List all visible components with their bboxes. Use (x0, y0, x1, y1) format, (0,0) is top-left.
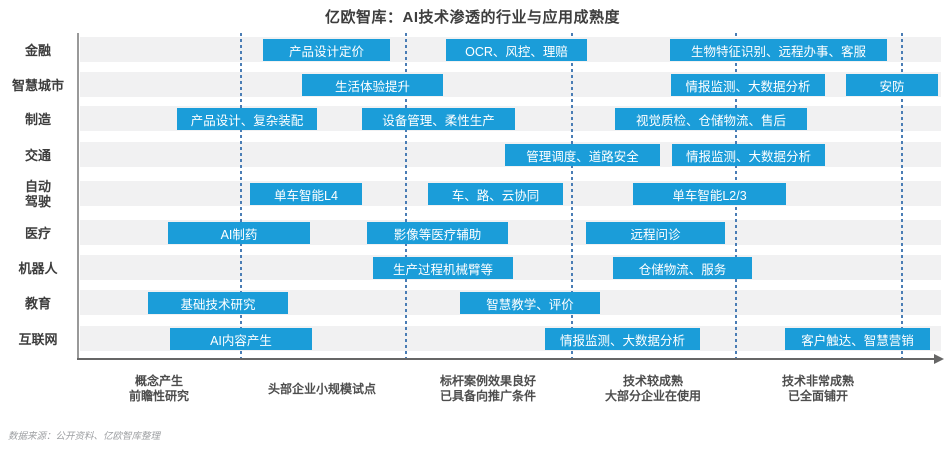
application-box: AI制药 (168, 222, 310, 244)
application-box: AI内容产生 (170, 328, 312, 350)
application-box: 情报监测、大数据分析 (545, 328, 700, 350)
stage-label: 技术非常成熟已全面铺开 (781, 374, 854, 403)
application-box: 情报监测、大数据分析 (671, 74, 825, 96)
industry-label: 智慧城市 (11, 77, 64, 93)
industry-label: 金融 (24, 42, 51, 58)
application-box: 视觉质检、仓储物流、售后 (615, 108, 807, 130)
application-box: 产品设计、复杂装配 (177, 108, 317, 130)
application-box: 生物特征识别、远程办事、客服 (670, 39, 887, 61)
x-axis-line (77, 358, 935, 360)
stage-label: 头部企业小规模试点 (267, 381, 376, 396)
stage-label: 技术较成熟大部分企业在使用 (604, 374, 701, 403)
industry-label: 制造 (24, 111, 51, 127)
application-box: 仓储物流、服务 (613, 257, 752, 279)
application-box: 客户触达、智慧营销 (785, 328, 930, 350)
industry-label: 教育 (24, 295, 51, 311)
y-axis-line (77, 33, 79, 359)
source-note: 数据来源：公开资料、亿欧智库整理 (8, 431, 161, 442)
application-box: 安防 (846, 74, 938, 96)
application-box: 基础技术研究 (148, 292, 288, 314)
x-axis-arrow-icon (934, 354, 944, 364)
chart-title: 亿欧智库：AI技术渗透的行业与应用成熟度 (324, 9, 620, 26)
application-box: 车、路、云协同 (428, 183, 563, 205)
stage-divider-line (571, 33, 573, 358)
application-box: 设备管理、柔性生产 (362, 108, 515, 130)
application-box: 情报监测、大数据分析 (672, 144, 825, 166)
application-box: 管理调度、道路安全 (505, 144, 660, 166)
application-box: 单车智能L2/3 (633, 183, 786, 205)
application-box: 智慧教学、评价 (460, 292, 600, 314)
industry-label: 机器人 (18, 260, 58, 276)
industry-label: 互联网 (18, 331, 58, 347)
application-box: 产品设计定价 (263, 39, 390, 61)
stage-label: 概念产生前瞻性研究 (128, 374, 189, 403)
stage-divider-line (405, 33, 407, 358)
application-box: 生产过程机械臂等 (373, 257, 513, 279)
application-box: 生活体验提升 (302, 74, 443, 96)
application-box: 远程问诊 (586, 222, 725, 244)
industry-label: 医疗 (24, 225, 51, 241)
application-box: OCR、风控、理赔 (446, 39, 587, 61)
stage-label: 标杆案例效果良好已具备向推广条件 (439, 374, 536, 403)
stage-divider-line (901, 33, 903, 358)
industry-label: 自动驾驶 (24, 179, 51, 209)
application-box: 单车智能L4 (250, 183, 362, 205)
industry-label: 交通 (24, 147, 51, 163)
application-box: 影像等医疗辅助 (367, 222, 508, 244)
stage-divider-line (240, 33, 242, 358)
